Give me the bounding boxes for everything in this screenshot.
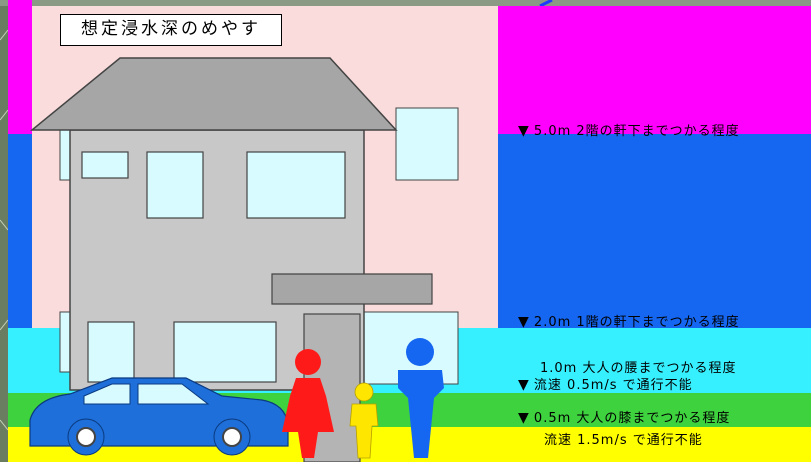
title-box: 想定浸水深のめやす [60, 14, 282, 46]
page-title: 想定浸水深のめやす [61, 15, 281, 45]
